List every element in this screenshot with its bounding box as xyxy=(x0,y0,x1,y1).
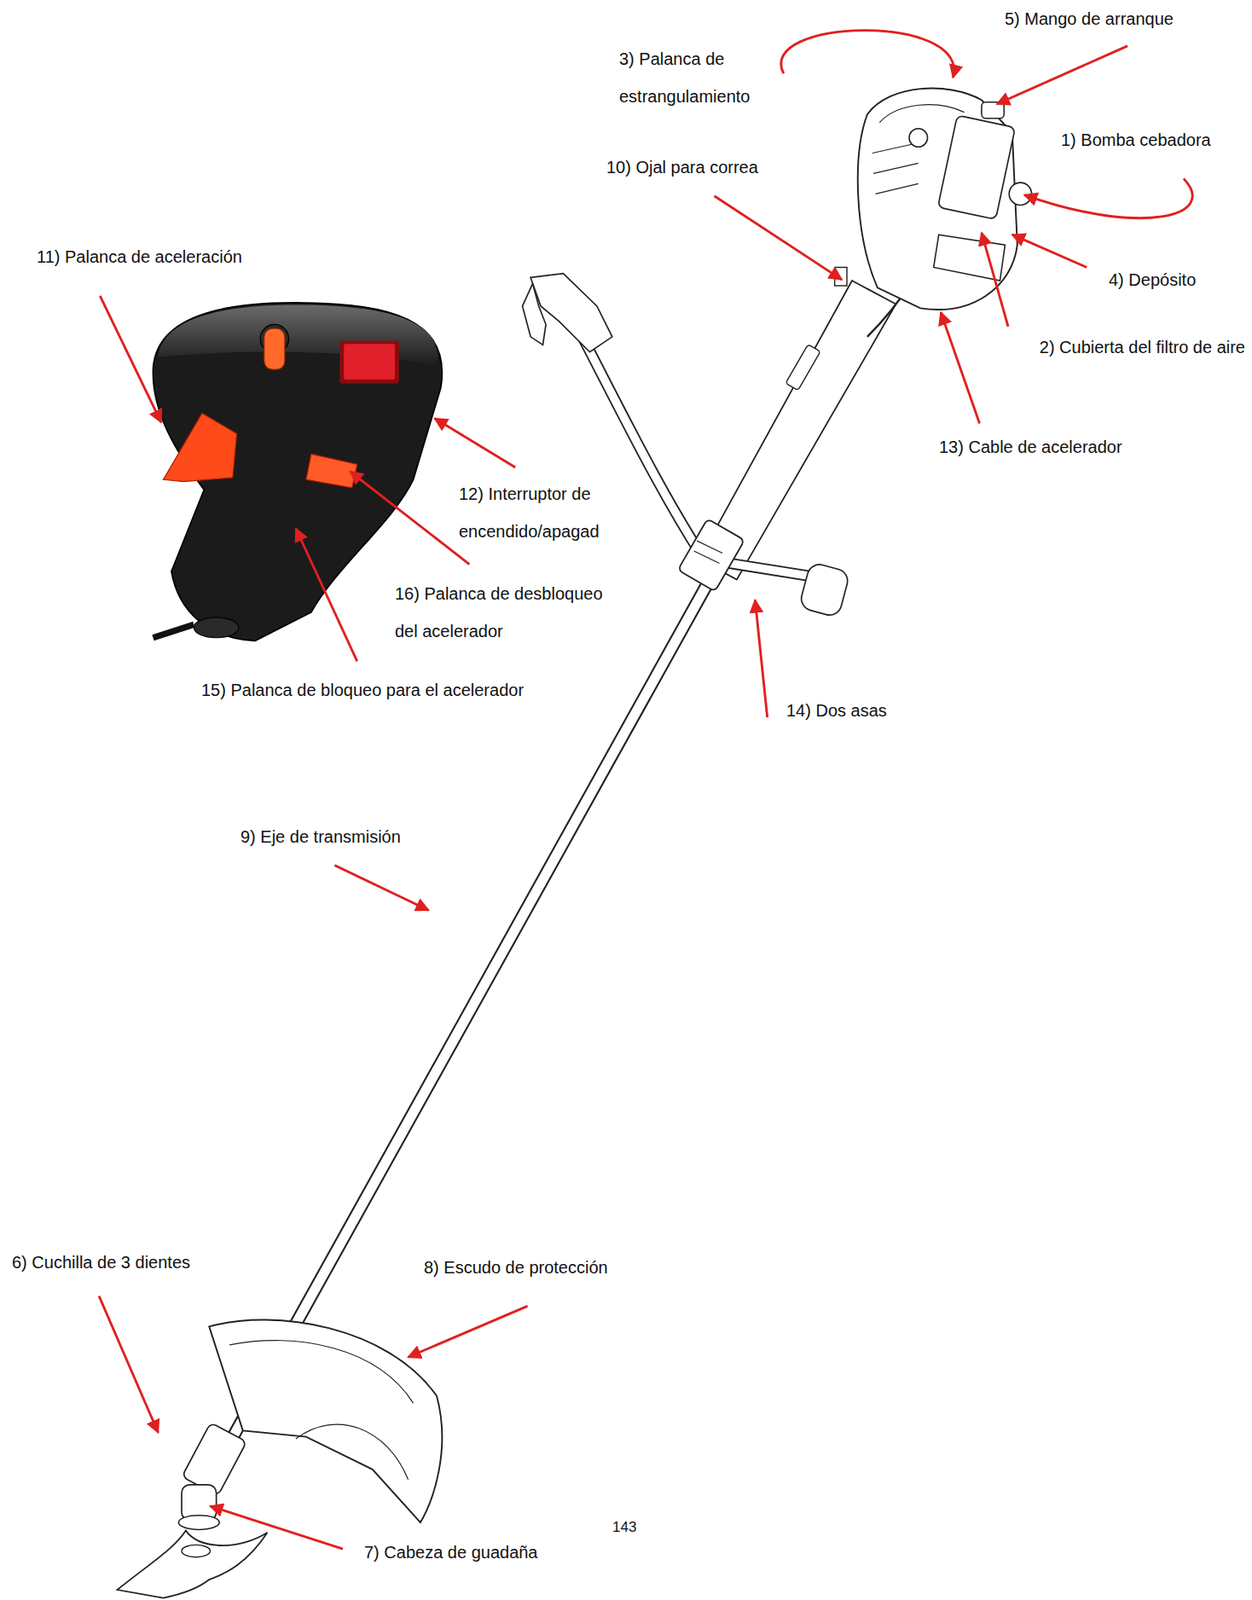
protective-guard-part xyxy=(208,1320,442,1524)
leader-arrows-part xyxy=(434,418,516,468)
engine-part xyxy=(872,143,919,195)
leader-arrows-part xyxy=(996,46,1128,105)
shaft-housing-part xyxy=(785,344,821,391)
handlebar-part xyxy=(798,562,850,619)
leader-arrows-part xyxy=(981,232,1009,327)
throttle-handle-part xyxy=(162,413,237,482)
callout-label: 5) Mango de arranque xyxy=(1004,8,1174,29)
engine-part xyxy=(879,104,964,123)
leader-arrows-part xyxy=(713,196,842,280)
protective-guard-part xyxy=(295,1424,409,1480)
callout-label: 12) Interruptor de encendido/apagad xyxy=(458,475,630,551)
throttle-handle-part xyxy=(264,328,285,370)
engine-part xyxy=(981,102,1004,119)
leader-arrows-part xyxy=(349,471,470,565)
leader-arrows-part xyxy=(98,1295,158,1432)
callout-label: 15) Palanca de bloqueo para el acelerado… xyxy=(201,679,524,701)
leader-arrows-part xyxy=(1024,178,1193,218)
engine-part xyxy=(938,115,1016,220)
throttle-handle-part xyxy=(343,343,395,380)
throttle-handle-part xyxy=(306,453,358,487)
callout-label: 2) Cubierta del filtro de aire xyxy=(1039,336,1246,358)
callout-label: 11) Palanca de aceleración xyxy=(36,246,243,267)
protective-guard-part xyxy=(178,1515,220,1531)
handlebar-part xyxy=(678,518,745,592)
three-tooth-blade xyxy=(117,1530,268,1599)
engine-part xyxy=(1008,182,1032,205)
callout-label: 8) Escudo de protección xyxy=(423,1257,609,1278)
callout-label: 1) Bomba cebadora xyxy=(1060,129,1212,151)
three-tooth-blade-part xyxy=(181,1544,210,1557)
callout-label: 3) Palanca de estrangulamiento xyxy=(619,40,790,116)
handlebar-part xyxy=(522,284,547,346)
callout-label: 4) Depósito xyxy=(1108,269,1196,290)
leader-arrows-part xyxy=(781,30,955,78)
leader-arrows-part xyxy=(940,312,980,424)
throttle-handle-part xyxy=(193,617,239,638)
callout-label: 6) Cuchilla de 3 dientes xyxy=(11,1252,191,1273)
callout-label: 13) Cable de acelerador xyxy=(939,436,1123,458)
leader-arrows-part xyxy=(334,865,429,911)
callout-label: 7) Cabeza de guadaña xyxy=(364,1541,539,1563)
leader-arrows-part xyxy=(99,295,162,423)
throttle-handle-part xyxy=(339,341,399,384)
engine-part xyxy=(909,128,928,148)
callout-label: 14) Dos asas xyxy=(786,700,887,721)
engine xyxy=(857,87,1032,309)
leader-arrows xyxy=(98,30,1193,1550)
protective-guard-part xyxy=(229,1340,413,1403)
protective-guard xyxy=(178,1320,442,1531)
three-tooth-blade-part xyxy=(117,1530,268,1599)
leader-arrows-part xyxy=(1012,234,1087,267)
leader-arrows-part xyxy=(408,1305,528,1357)
leader-arrows-part xyxy=(209,1506,343,1549)
leader-arrows-part xyxy=(754,600,767,719)
handlebar xyxy=(522,273,851,619)
throttle-handle-part xyxy=(152,624,194,638)
callout-label: 16) Palanca de desbloqueo del acelerador xyxy=(394,574,617,650)
handlebar-part xyxy=(694,540,723,563)
page-number: 143 xyxy=(612,1518,637,1537)
callout-label: 10) Ojal para correa xyxy=(606,156,759,178)
leader-arrows-part xyxy=(295,528,358,662)
callout-label: 9) Eje de transmisión xyxy=(240,826,401,847)
